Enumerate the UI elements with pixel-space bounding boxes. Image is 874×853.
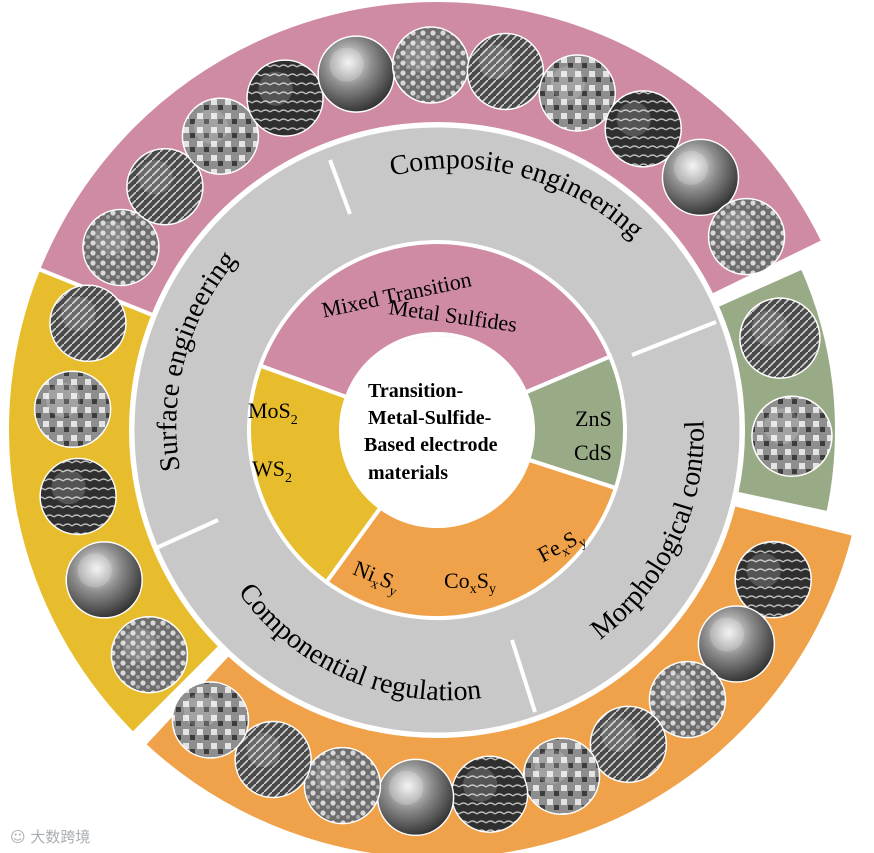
sem-thumbnail-highlight <box>479 45 513 79</box>
sem-thumbnail-highlight <box>194 110 228 144</box>
sem-thumbnail-highlight <box>674 151 708 185</box>
sem-thumbnail-highlight <box>720 210 754 244</box>
center-line-2: Metal-Sulfide- <box>368 407 491 429</box>
sem-thumbnail-highlight <box>710 617 744 651</box>
sem-thumbnail-highlight <box>602 718 636 752</box>
sem-thumbnail-highlight <box>404 38 438 72</box>
sem-thumbnail-highlight <box>61 297 95 331</box>
center-line-1: Transition- <box>368 380 463 402</box>
sem-thumbnail-highlight <box>752 310 788 346</box>
sem-thumbnail-highlight <box>463 768 497 802</box>
sem-thumbnail-highlight <box>316 759 350 793</box>
watermark-text: 大数跨境 <box>30 828 90 846</box>
center-line-3: Based electrode <box>364 434 498 456</box>
center-circle <box>341 336 533 528</box>
sem-thumbnail-highlight <box>258 72 292 106</box>
sem-thumbnail-highlight <box>661 673 695 707</box>
sem-thumbnail-highlight <box>535 750 569 784</box>
sem-thumbnail-highlight <box>184 693 218 727</box>
sem-thumbnail-highlight <box>330 47 364 81</box>
sem-thumbnail-highlight <box>764 408 800 444</box>
center-line-4: materials <box>368 462 448 484</box>
zns-label: ZnS <box>575 406 612 431</box>
sem-thumbnail-highlight <box>78 553 112 587</box>
cds-label: CdS <box>574 440 612 465</box>
sem-thumbnail-highlight <box>617 102 651 136</box>
sem-thumbnail-highlight <box>123 628 157 662</box>
sem-thumbnail-highlight <box>138 160 172 194</box>
sem-thumbnail-highlight <box>46 383 80 417</box>
sem-thumbnail-highlight <box>551 66 585 100</box>
sem-thumbnail-highlight <box>94 221 128 255</box>
watermark: ☺ 大数跨境 <box>10 826 90 847</box>
sem-thumbnail-highlight <box>247 733 281 767</box>
sem-thumbnail-highlight <box>747 553 781 587</box>
watermark-logo-icon: ☺ <box>10 828 26 846</box>
sem-thumbnail-highlight <box>389 771 423 805</box>
sem-thumbnail-highlight <box>52 470 86 504</box>
